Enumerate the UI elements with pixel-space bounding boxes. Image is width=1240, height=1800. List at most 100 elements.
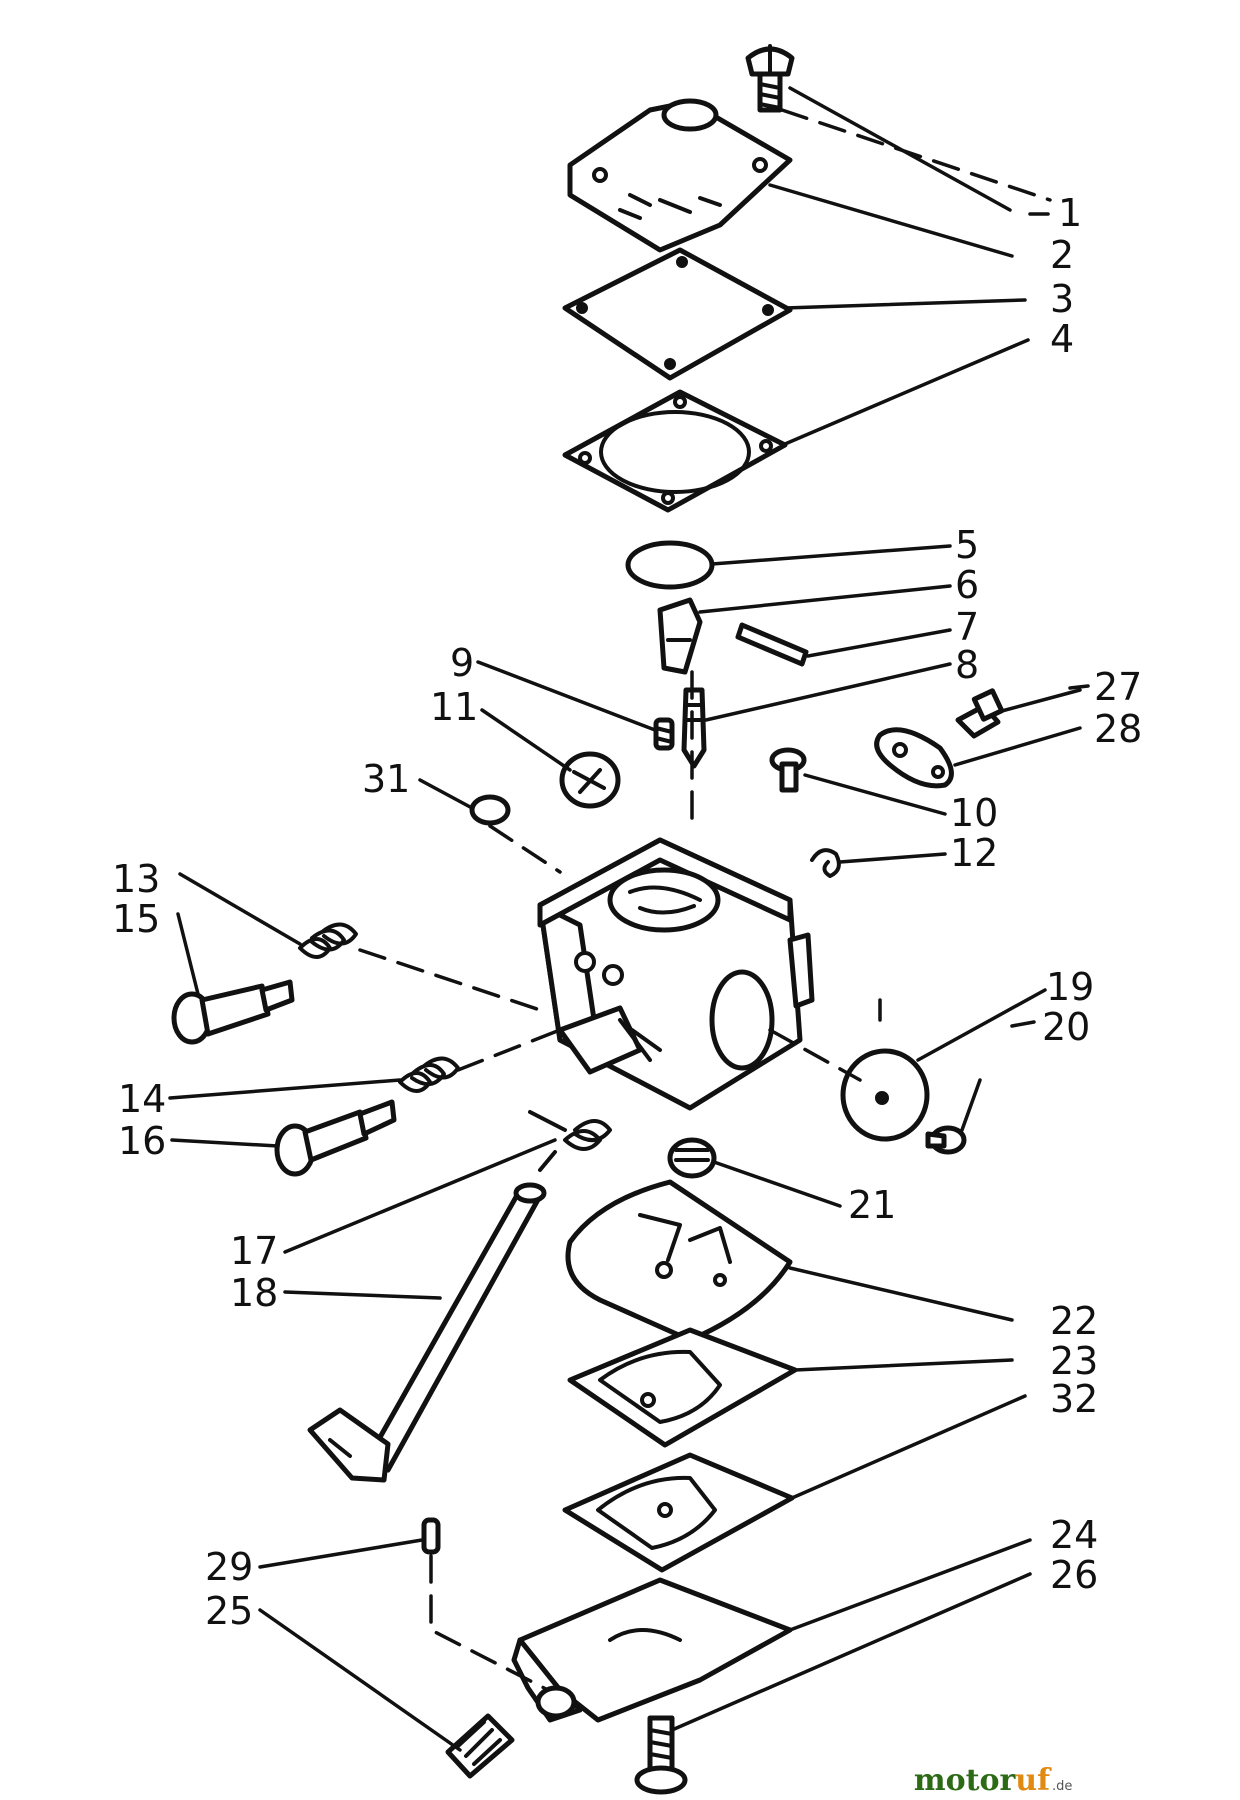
- leader-26: [670, 1572, 1032, 1732]
- leader-19: [916, 988, 1047, 1062]
- label-18: 18: [230, 1271, 278, 1315]
- label-3: 3: [1050, 277, 1074, 321]
- label-29: 29: [205, 1545, 253, 1589]
- part-7-pin: [735, 622, 809, 667]
- leader-16: [170, 1138, 280, 1148]
- leader-20: [960, 1078, 982, 1132]
- part-24-cover: [511, 1577, 793, 1723]
- watermark-logo: motoruf .de: [914, 1763, 1073, 1798]
- part-31-plug: [469, 794, 511, 826]
- label-6: 6: [955, 563, 979, 607]
- label-31: 31: [362, 757, 410, 801]
- label-1: 1: [1058, 191, 1082, 235]
- leader-14: [168, 1078, 402, 1100]
- label-tick-marks: [1010, 212, 1090, 1028]
- part-20-screw: [925, 1125, 967, 1155]
- leader-5: [710, 544, 952, 566]
- label-23: 23: [1050, 1339, 1098, 1383]
- label-12: 12: [950, 831, 998, 875]
- label-26: 26: [1050, 1553, 1098, 1597]
- part-27-screw: [955, 688, 1005, 739]
- part-29-pin: [421, 1517, 441, 1555]
- leader-27: [996, 688, 1082, 714]
- leader-21: [712, 1160, 842, 1208]
- part-21-cup: [667, 1137, 717, 1179]
- label-17: 17: [230, 1229, 278, 1273]
- label-9: 9: [450, 641, 474, 685]
- label-7: 7: [955, 605, 979, 649]
- part-carburetor-body: [537, 837, 815, 1111]
- label-5: 5: [955, 523, 979, 567]
- callout-labels: 1 2 3 4 5 6 7 8 9 10 11 12 13 14 15 16 1…: [112, 191, 1142, 1633]
- part-5-disc: [625, 540, 715, 590]
- label-16: 16: [118, 1119, 166, 1163]
- part-19-plate: [840, 1048, 930, 1142]
- watermark-brand-main: motor: [914, 1763, 1017, 1798]
- part-9-spring: [653, 717, 675, 751]
- leader-12: [838, 852, 947, 864]
- leader-10: [803, 773, 947, 816]
- label-19: 19: [1046, 965, 1094, 1009]
- label-11: 11: [430, 685, 478, 729]
- part-12-clip: [810, 848, 841, 878]
- label-32: 32: [1050, 1377, 1098, 1421]
- part-3-pump-diaphragm: [562, 247, 793, 381]
- part-32-diaphragm: [562, 1452, 795, 1573]
- part-26-screw: [634, 1715, 688, 1795]
- part-13-spring: [298, 922, 358, 959]
- leader-31: [418, 778, 474, 810]
- label-20: 20: [1042, 1005, 1090, 1049]
- label-2: 2: [1050, 233, 1074, 277]
- label-28: 28: [1094, 707, 1142, 751]
- part-11-cap: [559, 751, 621, 809]
- leader-24: [788, 1538, 1032, 1632]
- part-2-pump-cover: [567, 98, 793, 253]
- part-23-gasket: [567, 1327, 798, 1448]
- label-13: 13: [112, 857, 160, 901]
- part-10-screw: [769, 747, 807, 793]
- part-22-plate: [565, 1179, 793, 1343]
- part-1-screw: [745, 44, 795, 113]
- label-24: 24: [1050, 1513, 1098, 1557]
- watermark-brand-accent: uf: [1015, 1763, 1052, 1798]
- leader-3: [783, 298, 1027, 310]
- leader-6: [698, 584, 952, 614]
- leader-8: [704, 662, 952, 722]
- label-15: 15: [112, 897, 160, 941]
- leader-11: [480, 708, 572, 772]
- leader-23: [793, 1358, 1014, 1372]
- part-8-needle: [681, 687, 707, 769]
- leader-7: [806, 628, 952, 658]
- part-18-shaft: [307, 1182, 547, 1483]
- part-17-spring: [528, 1110, 612, 1172]
- leader-18: [283, 1290, 442, 1300]
- leader-13: [178, 872, 302, 946]
- alignment-lines: [358, 108, 1052, 1692]
- label-21: 21: [848, 1183, 896, 1227]
- part-28-lever: [874, 727, 954, 789]
- label-10: 10: [950, 791, 998, 835]
- part-25-screw: [445, 1713, 515, 1779]
- part-15-needle: [171, 979, 295, 1045]
- leader-2: [768, 183, 1014, 258]
- part-14-spring: [398, 1056, 460, 1093]
- leader-17: [283, 1138, 557, 1254]
- watermark-suffix: .de: [1052, 1779, 1072, 1794]
- leader-32: [790, 1394, 1027, 1500]
- part-16-needle: [274, 1099, 397, 1177]
- part-6-lever: [657, 597, 703, 675]
- leader-9: [476, 660, 657, 732]
- label-4: 4: [1050, 317, 1074, 361]
- leader-29: [258, 1538, 424, 1569]
- label-14: 14: [118, 1077, 166, 1121]
- label-22: 22: [1050, 1299, 1098, 1343]
- leader-28: [953, 726, 1082, 767]
- leader-22: [788, 1266, 1014, 1322]
- svg-text:motoruf: motoruf: [914, 1763, 1052, 1798]
- leader-15: [176, 912, 200, 996]
- leader-4: [783, 338, 1030, 446]
- label-8: 8: [955, 643, 979, 687]
- label-25: 25: [205, 1589, 253, 1633]
- leader-25: [258, 1608, 462, 1752]
